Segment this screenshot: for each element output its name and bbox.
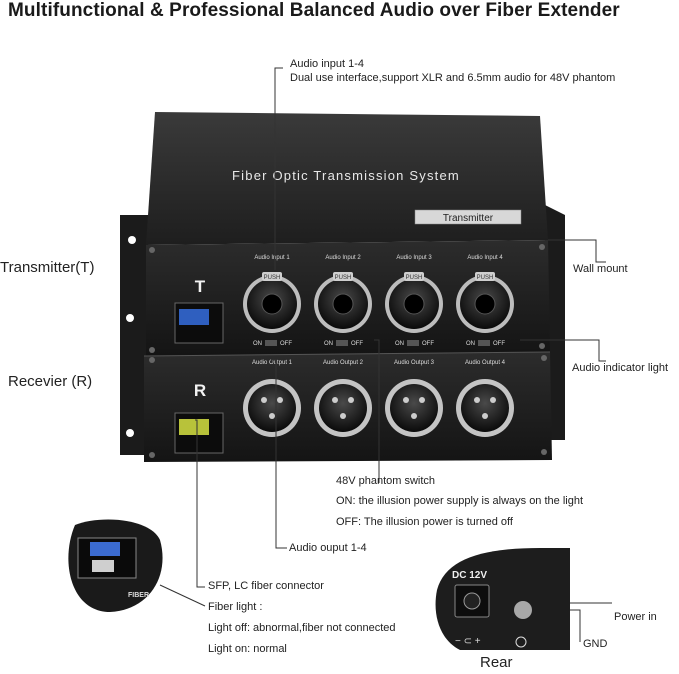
svg-text:ON: ON bbox=[324, 341, 333, 347]
rx-letter: R bbox=[194, 381, 206, 400]
svg-text:OFF: OFF bbox=[422, 341, 434, 347]
input-port-label: Audio Input 4 bbox=[467, 255, 503, 261]
xlr-output-2 bbox=[314, 379, 372, 437]
model-tag-text: Transmitter bbox=[443, 213, 494, 224]
svg-text:ON: ON bbox=[466, 341, 475, 347]
left-mount-ear bbox=[120, 215, 148, 455]
svg-text:DC 12V: DC 12V bbox=[452, 570, 487, 581]
rx-sfp-module bbox=[179, 419, 209, 435]
svg-text:FIBER: FIBER bbox=[128, 592, 149, 599]
page-title: Multifunctional & Professional Balanced … bbox=[8, 0, 620, 21]
fiber-light-off-callout: Light off: abnormal,fiber not connected bbox=[208, 622, 396, 634]
xlr-combo-input-3: PUSH bbox=[385, 272, 443, 333]
panel-title: Fiber Optic Transmission System bbox=[232, 168, 460, 183]
xlr-combo-input-4: PUSH bbox=[456, 272, 514, 333]
rear-label: Rear bbox=[480, 654, 513, 671]
transmitter-label: Transmitter(T) bbox=[0, 259, 95, 276]
phantom-switch-callout-on: ON: the illusion power supply is always … bbox=[336, 495, 584, 507]
output-port-label: Audio Output 2 bbox=[323, 360, 364, 366]
sfp-closeup-inset: FIBER bbox=[68, 519, 163, 612]
xlr-combo-input-1: PUSH bbox=[243, 272, 301, 333]
output-port-label: Audio Output 4 bbox=[465, 360, 506, 366]
tx-sfp-module bbox=[179, 309, 209, 325]
svg-text:PUSH: PUSH bbox=[477, 275, 494, 281]
audio-indicator-callout: Audio indicator light bbox=[572, 362, 669, 374]
ear-hole bbox=[126, 314, 134, 322]
svg-text:PUSH: PUSH bbox=[406, 275, 423, 281]
svg-text:PUSH: PUSH bbox=[264, 275, 281, 281]
phantom-switch-4 bbox=[478, 340, 490, 346]
output-port-label: Audio Output 1 bbox=[252, 360, 293, 366]
sfp-callout: SFP, LC fiber connector bbox=[208, 580, 324, 592]
ear-hole bbox=[126, 429, 134, 437]
model-tag bbox=[414, 209, 522, 225]
xlr-output-1 bbox=[243, 379, 301, 437]
svg-text:OFF: OFF bbox=[351, 341, 363, 347]
phantom-switch-3 bbox=[407, 340, 419, 346]
input-port-label: Audio Input 3 bbox=[396, 255, 432, 261]
receiver-label: Recevier (R) bbox=[8, 373, 93, 390]
output-port-label: Audio Output 3 bbox=[394, 360, 435, 366]
ear-hole bbox=[128, 236, 136, 244]
fiber-light-callout: Fiber light : bbox=[208, 601, 263, 613]
svg-text:OFF: OFF bbox=[280, 341, 292, 347]
audio-input-callout-title: Audio input 1-4 bbox=[290, 58, 364, 70]
input-port-label: Audio Input 1 bbox=[254, 255, 290, 261]
tx-letter: T bbox=[195, 277, 206, 296]
power-in-callout: Power in bbox=[614, 611, 657, 623]
rear-closeup-inset: DC 12V − ⊂ + bbox=[435, 548, 570, 650]
svg-text:ON: ON bbox=[253, 341, 262, 347]
input-port-label: Audio Input 2 bbox=[325, 255, 361, 261]
svg-text:OFF: OFF bbox=[493, 341, 505, 347]
gnd-callout: GND bbox=[583, 638, 608, 650]
phantom-switch-callout-title: 48V phantom switch bbox=[336, 475, 436, 487]
audio-input-callout-desc: Dual use interface,support XLR and 6.5mm… bbox=[290, 72, 616, 84]
phantom-switch-1 bbox=[265, 340, 277, 346]
svg-text:ON: ON bbox=[395, 341, 404, 347]
xlr-output-4 bbox=[456, 379, 514, 437]
svg-text:− ⊂ +: − ⊂ + bbox=[455, 636, 481, 647]
phantom-switch-2 bbox=[336, 340, 348, 346]
wall-mount-callout: Wall mount bbox=[573, 263, 628, 275]
xlr-output-3 bbox=[385, 379, 443, 437]
fiber-light-on-callout: Light on: normal bbox=[208, 643, 287, 655]
xlr-combo-input-2: PUSH bbox=[314, 272, 372, 333]
phantom-switch-callout-off: OFF: The illusion power is turned off bbox=[336, 516, 513, 528]
svg-text:PUSH: PUSH bbox=[335, 275, 352, 281]
audio-output-callout: Audio ouput 1-4 bbox=[289, 542, 367, 554]
